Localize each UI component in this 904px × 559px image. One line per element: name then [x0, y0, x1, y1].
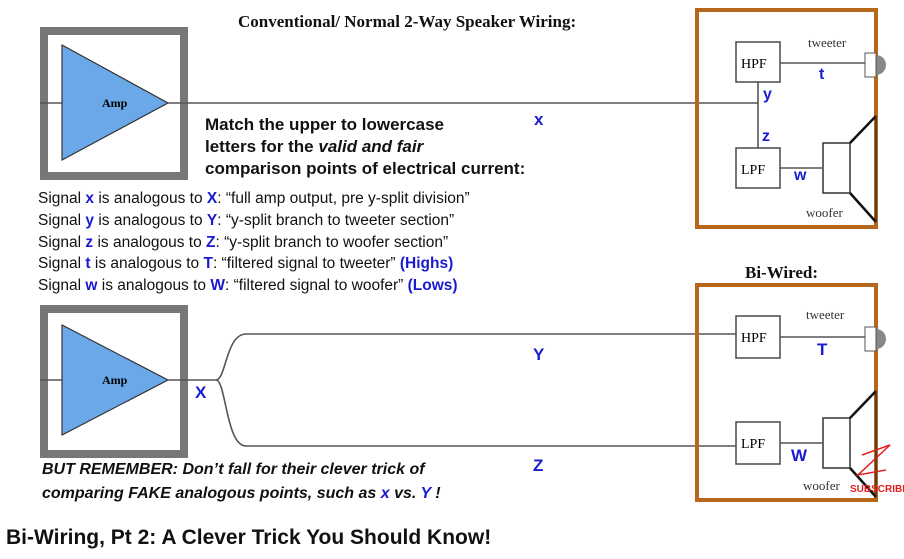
label-X: X — [195, 383, 207, 402]
text-span: is analogous to — [93, 234, 206, 251]
label-W: W — [791, 446, 808, 465]
text-span: z — [85, 234, 93, 251]
text-span: Signal — [38, 255, 85, 272]
text-span: Signal — [38, 277, 85, 294]
text-span: vs. — [390, 485, 421, 502]
text-span: comparing FAKE analogous points, such as — [42, 485, 381, 502]
signal-t: Signal t is analogous to T: “filtered si… — [38, 255, 453, 272]
text-span: Y — [420, 485, 432, 502]
text-span: Signal — [38, 190, 85, 207]
woofer-icon — [822, 115, 877, 223]
text-span: (Lows) — [408, 277, 458, 294]
wire-Z — [215, 379, 736, 447]
remember-text: BUT REMEMBER: Don’t fall for their cleve… — [42, 461, 441, 502]
text-span: is analogous to — [94, 212, 207, 229]
amp-label-top: Amp — [102, 96, 128, 110]
text-span: is analogous to — [97, 277, 210, 294]
text-span: : “filtered signal to woofer” — [225, 277, 408, 294]
diagram-element — [876, 55, 886, 75]
text-span: BUT REMEMBER: Don’t fall for their cleve… — [42, 461, 426, 478]
tweeter-icon — [864, 52, 886, 78]
bottom-title: Bi-Wired: — [745, 263, 818, 282]
diagram-element — [849, 192, 877, 223]
lpf-top — [735, 147, 781, 189]
hpf-top — [735, 41, 781, 83]
label-t: t — [819, 66, 825, 83]
signal-y: Signal y is analogous to Y: “y-split bra… — [38, 212, 454, 229]
diagram-element — [864, 52, 877, 78]
diagram-element — [849, 390, 877, 419]
text-span: comparison points of electrical current: — [205, 159, 525, 178]
hpf-label: HPF — [741, 331, 767, 346]
amp-triangle-bottom — [61, 324, 170, 436]
text-span: Z — [206, 234, 216, 251]
text-span: ! — [431, 485, 441, 502]
text-span: W — [210, 277, 225, 294]
text-span: Y — [207, 212, 218, 229]
diagram-element: SUBSCRIBE — [850, 484, 904, 495]
label-Y: Y — [533, 345, 545, 364]
text-span: w — [84, 277, 98, 294]
amp-label-bottom: Amp — [102, 373, 128, 387]
text-span: x — [380, 485, 391, 502]
diagram-element — [822, 142, 851, 194]
text-span: Signal — [38, 234, 85, 251]
lpf-label: LPF — [741, 163, 765, 178]
diagram-element — [855, 444, 891, 477]
woofer-label: woofer — [806, 205, 843, 220]
text-span: letters for the — [205, 137, 318, 156]
label-x: x — [534, 110, 544, 129]
diagram-element — [822, 417, 851, 469]
signal-z: Signal z is analogous to Z: “y-split bra… — [38, 234, 448, 251]
diagram-element — [849, 115, 877, 144]
diagram-element — [876, 329, 886, 349]
label-Z: Z — [533, 456, 543, 475]
label-T: T — [817, 340, 828, 359]
woofer-label: woofer — [803, 478, 840, 493]
speaker-box-top — [695, 8, 878, 229]
wiring-diagram: Conventional/ Normal 2-Way Speaker Wirin… — [38, 8, 904, 502]
lpf-label: LPF — [741, 437, 765, 452]
tweeter-label: tweeter — [808, 35, 847, 50]
match-text: Match the upper to lowercase letters for… — [205, 115, 525, 178]
text-span: (Highs) — [400, 255, 453, 272]
subscribe-watermark[interactable]: SUBSCRIBE — [850, 444, 904, 495]
diagram-element — [849, 467, 877, 498]
top-title: Conventional/ Normal 2-Way Speaker Wirin… — [238, 12, 576, 31]
text-span: valid and fair — [318, 137, 424, 156]
text-span: Match the upper to lowercase — [205, 115, 444, 134]
label-z: z — [762, 128, 770, 145]
text-span: X — [207, 190, 218, 207]
text-span: : “full amp output, pre y-split division… — [217, 190, 469, 207]
lpf-bottom — [735, 421, 781, 465]
tweeter-label: tweeter — [806, 307, 845, 322]
text-span: is analogous to — [91, 255, 204, 272]
video-title[interactable]: Bi-Wiring, Pt 2: A Clever Trick You Shou… — [6, 526, 492, 549]
amp-triangle-top — [61, 43, 170, 162]
text-span: T — [203, 255, 213, 272]
text-span: Signal — [38, 212, 85, 229]
tweeter-icon — [864, 326, 886, 352]
label-w: w — [793, 167, 807, 184]
text-span: y — [85, 212, 94, 229]
label-y: y — [763, 86, 772, 103]
signal-list: Signal x is analogous to X: “full amp ou… — [38, 190, 470, 294]
text-span: : “y-split branch to tweeter section” — [217, 212, 454, 229]
signal-w: Signal w is analogous to W: “filtered si… — [38, 277, 458, 294]
woofer-icon — [822, 390, 877, 498]
text-span: t — [85, 255, 90, 272]
text-span: x — [85, 190, 94, 207]
text-span: is analogous to — [94, 190, 207, 207]
hpf-bottom — [735, 315, 781, 359]
wire-X — [168, 333, 736, 381]
text-span: : “filtered signal to tweeter” — [213, 255, 400, 272]
hpf-label: HPF — [741, 57, 767, 72]
amp-frame-bottom — [40, 305, 188, 458]
diagram-element — [864, 326, 877, 352]
text-span: : “y-split branch to woofer section” — [216, 234, 449, 251]
signal-x: Signal x is analogous to X: “full amp ou… — [38, 190, 470, 207]
